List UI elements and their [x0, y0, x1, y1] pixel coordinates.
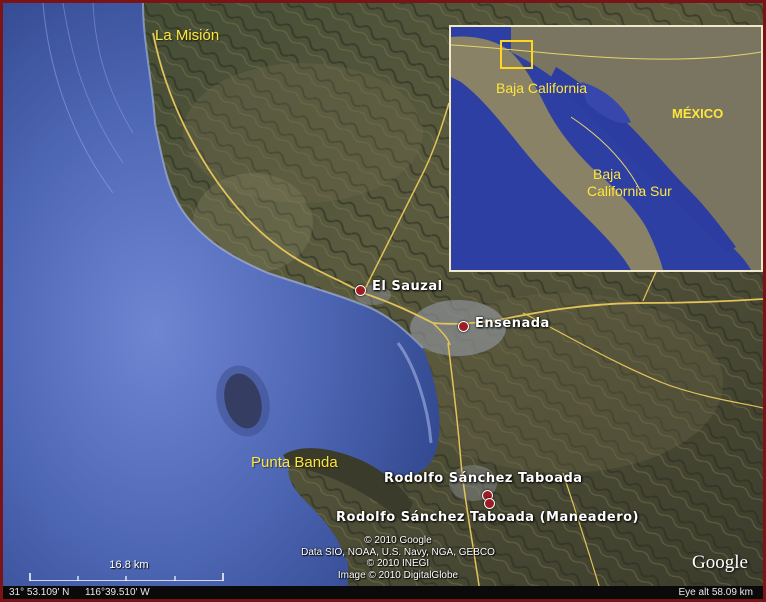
attribution-line: Image © 2010 DigitalGlobe — [337, 569, 459, 581]
label-el-sauzal: El Sauzal — [372, 279, 443, 294]
inset-label-baja-sur-1: Baja — [593, 166, 622, 182]
scale-bar: 16.8 km — [29, 559, 224, 581]
attribution-line: Data SIO, NOAA, U.S. Navy, NGA, GEBCO — [301, 546, 495, 558]
inset-label-baja-sur-2: California Sur — [587, 183, 672, 199]
label-rodolfo-sanchez-taboada: Rodolfo Sánchez Taboada — [384, 471, 583, 486]
marker-el-sauzal[interactable] — [355, 285, 366, 296]
label-rodolfo-maneadero: Rodolfo Sánchez Taboada (Maneadero) — [336, 510, 639, 525]
attribution-line: © 2010 INEGI — [366, 558, 430, 569]
marker-ensenada[interactable] — [458, 321, 469, 332]
latitude-readout: 31° 53.109' N — [9, 587, 70, 598]
attribution-line: © 2010 Google — [364, 535, 432, 546]
map-attribution: © 2010 Google Data SIO, NOAA, U.S. Navy,… — [273, 535, 523, 581]
scale-label: 16.8 km — [109, 559, 149, 571]
inset-map-image — [451, 27, 761, 270]
label-punta-banda: Punta Banda — [251, 454, 338, 471]
scale-ruler — [29, 573, 224, 581]
marker-rodolfo-maneadero[interactable] — [484, 498, 495, 509]
label-la-mision: La Misión — [155, 27, 220, 44]
status-bar: 31° 53.109' N 116°39.510' W Eye alt 58.0… — [3, 586, 763, 599]
inset-label-baja-california: Baja California — [496, 80, 588, 96]
longitude-readout: 116°39.510' W — [85, 587, 150, 598]
inset-label-mexico: MÉXICO — [672, 106, 724, 121]
inset-overview-map[interactable]: Baja California MÉXICO Baja California S… — [449, 25, 763, 272]
google-logo: Google — [692, 552, 748, 573]
label-ensenada: Ensenada — [475, 316, 550, 331]
eye-altitude-readout: Eye alt 58.09 km — [678, 587, 753, 598]
